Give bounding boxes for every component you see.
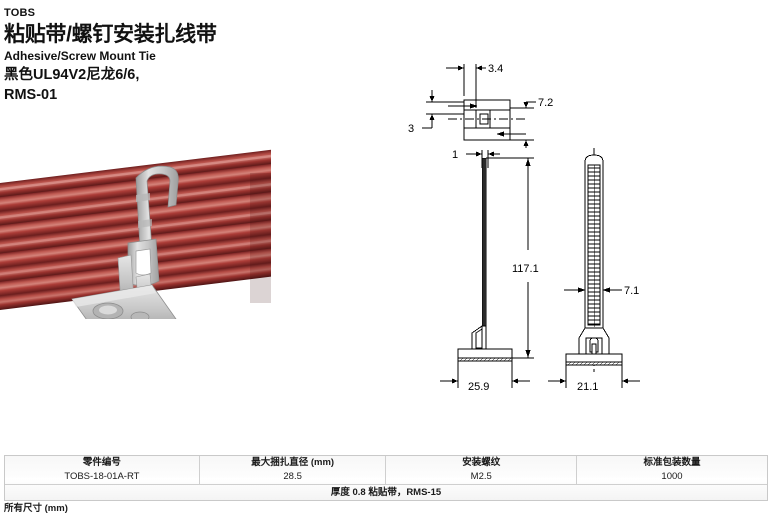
tie-head [127,238,160,286]
column-header-max-bundle-diameter: 最大捆扎直径 (mm) [199,456,387,470]
dim-label-25-9: 25.9 [468,381,489,393]
view-front: 7.1 21.1 [548,148,640,393]
tie-strap [135,165,179,250]
cell-adhesive-note: 厚度 0.8 粘贴带，RMS-15 [5,484,767,500]
product-photo [0,133,271,319]
dim-label-7-2: 7.2 [538,97,553,109]
material-spec-line-1: 黑色UL94V2尼龙6/6, [4,67,140,83]
units-note: 所有尺寸 (mm) [4,503,68,514]
column-header-mounting-thread: 安装螺纹 [385,456,577,470]
column-header-standard-package-qty: 标准包装数量 [643,457,701,468]
cell-mounting-thread: M2.5 [385,470,577,485]
table-header-row: 零件编号 最大捆扎直径 (mm) 安装螺纹 标准包装数量 [5,456,767,470]
dim-label-1: 1 [452,149,458,161]
page-header: TOBS 粘贴带/螺钉安装扎线带 Adhesive/Screw Mount Ti… [4,6,424,104]
dim-label-21-1: 21.1 [577,381,598,393]
cell-max-bundle-diameter: 28.5 [199,470,387,485]
dim-label-3: 3 [408,123,414,135]
table-row: TOBS-18-01A-RT 28.5 M2.5 1000 [5,470,767,485]
view-top-detail: 3.4 3 7.2 [408,63,553,148]
spec-table-grid: 零件编号 最大捆扎直径 (mm) 安装螺纹 标准包装数量 TOBS-18-01A… [5,456,767,500]
view-side: 1 [440,149,539,393]
material-spec-line-2: RMS-01 [4,87,58,103]
technical-drawing: 3.4 3 7.2 [408,50,698,400]
page-title: 粘贴带/螺钉安装扎线带 [4,23,217,46]
page-subtitle-en: Adhesive/Screw Mount Tie [4,49,156,63]
spec-table: 零件编号 最大捆扎直径 (mm) 安装螺纹 标准包装数量 TOBS-18-01A… [4,455,768,501]
dim-label-3-4: 3.4 [488,63,503,75]
spec-table-body: TOBS-18-01A-RT 28.5 M2.5 1000 厚度 0.8 粘贴带… [5,470,767,500]
brand-name: TOBS [4,7,36,19]
mount-base [71,284,177,319]
dim-label-7-1: 7.1 [624,285,639,297]
column-header-part-number: 零件编号 [5,456,200,470]
spec-table-head: 零件编号 最大捆扎直径 (mm) 安装螺纹 标准包装数量 [5,456,767,470]
dim-label-117-1: 117.1 [512,263,539,275]
cell-standard-package-qty: 1000 [661,471,683,482]
photo-content [0,133,271,319]
table-footer-row: 厚度 0.8 粘贴带，RMS-15 [5,484,767,500]
cell-part-number: TOBS-18-01A-RT [5,470,200,485]
